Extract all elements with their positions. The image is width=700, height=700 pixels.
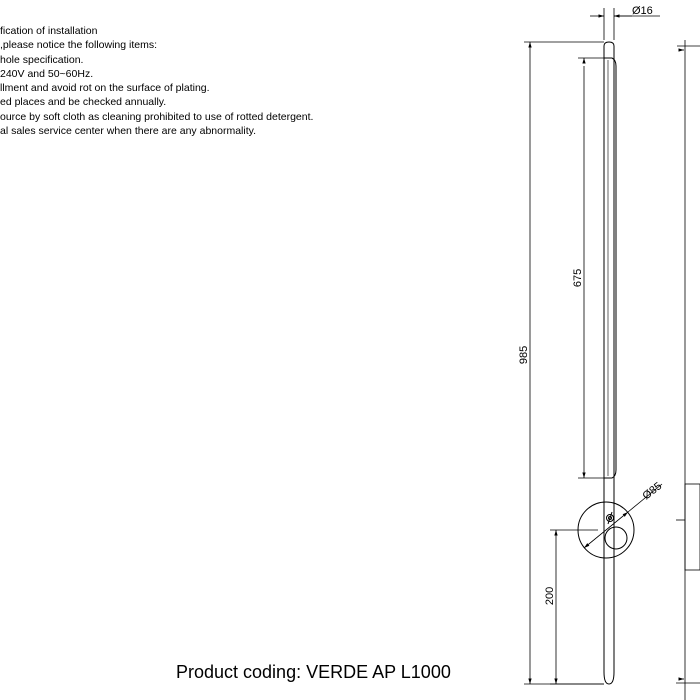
length-985-dimension: [524, 41, 604, 685]
note-line: llment and avoid rot on the surface of p…: [0, 82, 210, 95]
led-strip: [604, 57, 617, 479]
product-coding: Product coding: VERDE AP L1000: [176, 662, 451, 682]
side-view-partial: [676, 40, 700, 700]
installation-notes: fication of installation ,please notice …: [0, 24, 313, 138]
height-200-dimension: [550, 529, 604, 685]
note-line: fication of installation: [0, 25, 98, 37]
mount-height-label: 200: [544, 587, 556, 605]
light-length-label: 675: [572, 269, 584, 287]
diameter-16-dimension: [590, 8, 660, 40]
note-line: al sales service center when there are a…: [0, 125, 257, 138]
diameter-85-dimension: [583, 483, 663, 549]
note-line: ,please notice the following items:: [0, 39, 158, 52]
note-line: ource by soft cloth as cleaning prohibit…: [0, 110, 314, 123]
total-length-label: 985: [518, 346, 530, 364]
lamp-tube: [603, 41, 615, 685]
note-line: 240V and 50~60Hz.: [0, 67, 94, 80]
tube-diameter-label: Ø16: [632, 5, 653, 17]
length-675-dimension: [578, 57, 604, 479]
note-line: ed places and be checked annually.: [0, 96, 167, 109]
note-line: hole specification.: [0, 53, 84, 66]
base-diameter-label: Ø85: [640, 480, 664, 502]
